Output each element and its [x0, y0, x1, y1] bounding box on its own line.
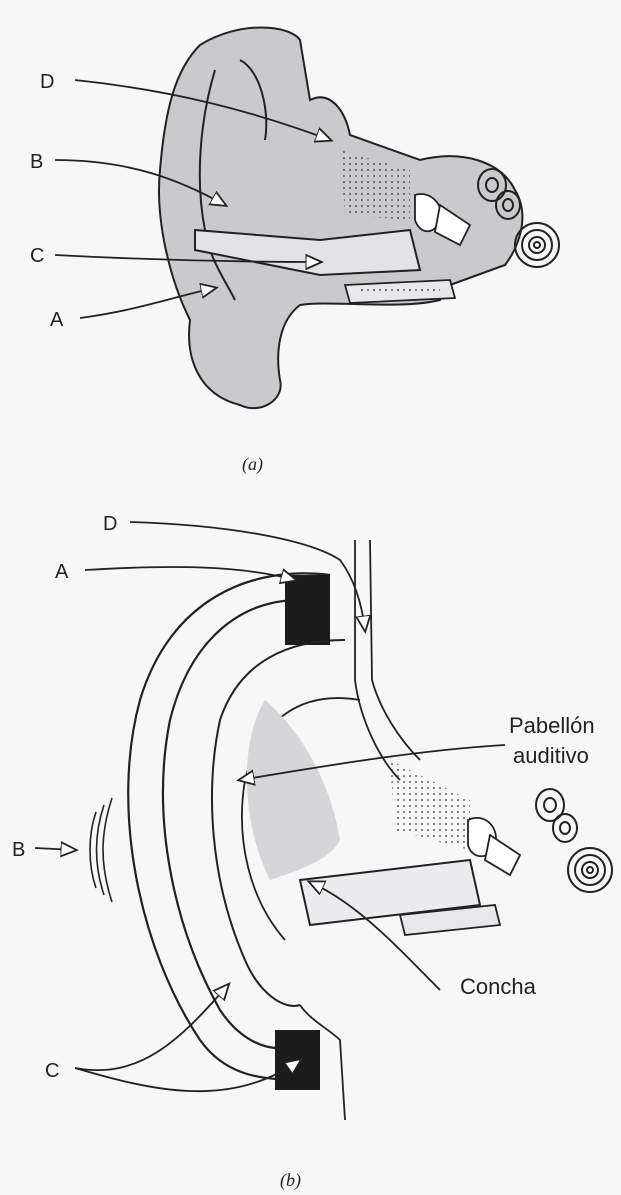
figure-b-ossicles: [468, 818, 520, 875]
figure-b-label-c: C: [45, 1060, 59, 1082]
figure-b-label-b: B: [12, 839, 25, 861]
figure-a-caption: (a): [242, 454, 263, 475]
arrow-b-b: [35, 848, 75, 850]
figure-b-dark-block-bottom: [275, 1030, 320, 1090]
figure-b-caption: (b): [280, 1170, 301, 1191]
figure-a-label-d: D: [40, 71, 54, 93]
arrow-b-c-2: [75, 1060, 300, 1091]
figure-a-label-a: A: [50, 309, 64, 331]
figure-a-label-b: B: [30, 151, 43, 173]
figure-b-dark-block-top: [285, 575, 330, 645]
figure-a: D B C A (a): [30, 28, 559, 476]
figure-b-label-d: D: [103, 513, 117, 535]
figure-b-label-pinna-line1: Pabellón: [509, 713, 595, 738]
arrow-b-c-1: [75, 985, 228, 1070]
figure-a-cochlea: [515, 223, 559, 267]
figure-b-sound-waves: [90, 798, 112, 902]
figure-a-label-c: C: [30, 245, 44, 267]
figure-b-label-a: A: [55, 561, 69, 583]
figure-b-semicircular-canals: [536, 789, 577, 842]
figure-b: D A B C Pabellón auditivo Concha (b): [12, 513, 612, 1191]
figure-b-cochlea: [568, 848, 612, 892]
figure-b-label-concha: Concha: [460, 974, 537, 999]
figure-b-label-pinna-line2: auditivo: [513, 743, 589, 768]
figure-a-pinna: [159, 28, 522, 409]
